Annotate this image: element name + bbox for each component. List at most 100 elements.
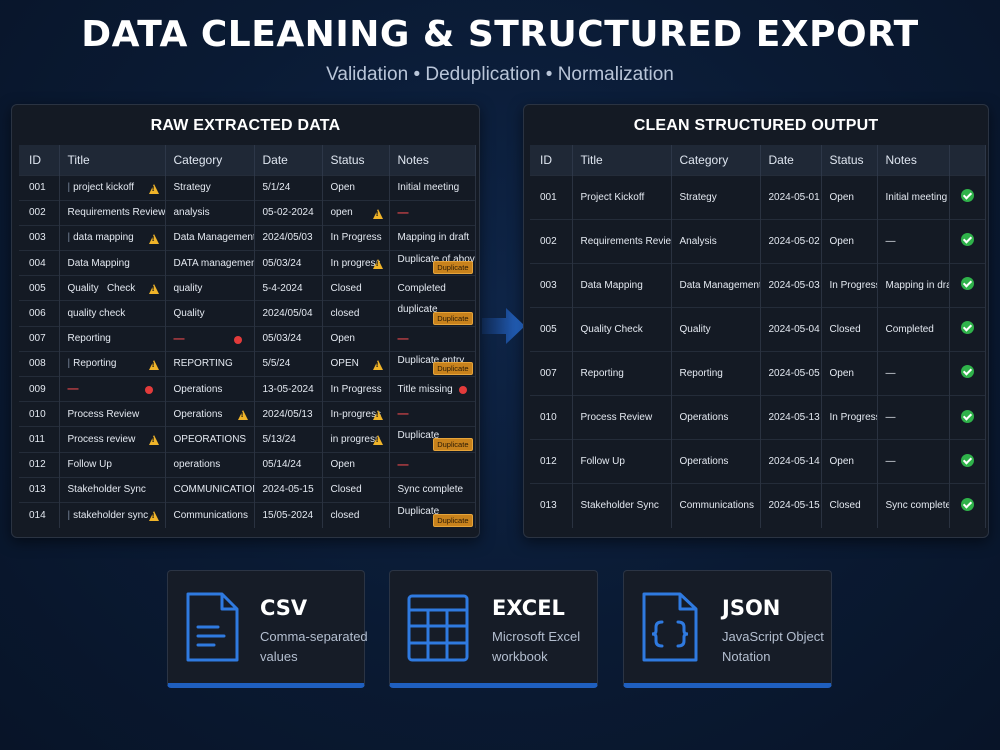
raw-cell-category: —	[165, 325, 255, 352]
check-circle-icon	[960, 497, 974, 511]
clean-cell-title: Stakeholder Sync	[572, 483, 672, 528]
raw-col-id: ID	[19, 145, 60, 175]
export-card-desc-line: Notation	[722, 649, 771, 664]
clean-cell-notes: —	[877, 439, 950, 484]
table-row: 010 Process Review Operations 2024/05/13…	[19, 401, 476, 427]
raw-cell-date: 13-05-2024	[254, 375, 323, 402]
missing-value-dash: —	[397, 458, 409, 471]
raw-cell-id: 014	[19, 501, 60, 528]
raw-cell-date: 5-4-2024	[254, 275, 323, 301]
table-row: 004 Data Mapping DATA management 05/03/2…	[19, 250, 476, 276]
export-card-title: CSV	[260, 596, 308, 620]
clean-col-date: Date	[760, 145, 822, 175]
clean-cell-status: Open	[821, 439, 878, 484]
raw-cell-title-text: data mapping	[73, 232, 134, 244]
raw-cell-id: 005	[19, 275, 60, 301]
raw-cell-notes-text: Duplicate of above	[397, 254, 475, 266]
check-circle-icon	[960, 365, 974, 379]
clean-col-id: ID	[530, 145, 573, 175]
raw-cell-status: Closed	[322, 275, 390, 301]
clean-cell-title: Follow Up	[572, 439, 672, 484]
warning-icon	[148, 359, 159, 370]
raw-cell-status: Open	[322, 174, 390, 201]
clean-cell-category: Communications	[671, 483, 761, 528]
raw-cell-date: 5/1/24	[254, 174, 323, 201]
raw-cell-category-text: Operations	[173, 408, 223, 420]
raw-col-title: Title	[59, 145, 166, 175]
raw-cell-notes: —	[389, 401, 476, 427]
export-card-desc-line: JavaScript Object	[722, 629, 824, 644]
clean-col-validation	[949, 145, 986, 175]
raw-cell-notes-text: duplicate	[397, 304, 438, 316]
clean-cell-status: Open	[821, 350, 878, 396]
raw-cell-title: Stakeholder Sync	[59, 476, 166, 503]
raw-cell-notes-text: Duplicate entry	[397, 354, 465, 366]
clean-cell-title: Quality Check	[572, 306, 672, 352]
clean-cell-valid	[949, 306, 986, 352]
raw-cell-status: in progress	[322, 426, 390, 453]
raw-cell-notes: Title missing	[389, 375, 476, 402]
raw-cell-notes: Completed	[389, 275, 476, 301]
raw-data-panel: RAW EXTRACTED DATA ID Title Category Dat…	[11, 104, 480, 538]
export-card-csv[interactable]: CSV Comma-separated values	[167, 570, 368, 688]
clean-cell-valid	[949, 394, 986, 440]
raw-cell-id: 008	[19, 350, 60, 377]
duplicate-badge: Duplicate	[433, 437, 473, 451]
duplicate-badge: Duplicate	[433, 261, 473, 275]
export-card-title: JSON	[722, 596, 781, 620]
clean-cell-id: 001	[530, 174, 573, 220]
table-row: 003 |data mapping Data Management 2024/0…	[19, 224, 476, 251]
clean-col-title: Title	[572, 145, 672, 175]
raw-col-category: Category	[165, 145, 255, 175]
raw-cell-category: OPEORATIONS	[165, 426, 255, 453]
table-row: 014 |stakeholder sync Communications 15/…	[19, 501, 476, 528]
warning-icon	[148, 435, 159, 446]
raw-cell-category: Communications	[165, 501, 255, 528]
clean-cell-status: Open	[821, 218, 878, 264]
raw-cell-category: DATA management	[165, 250, 255, 276]
table-row: 011 Process review OPEORATIONS 5/13/24 i…	[19, 426, 476, 453]
raw-cell-title: Requirements Review	[59, 199, 166, 226]
raw-cell-title: Reporting	[59, 325, 166, 352]
check-circle-icon	[960, 233, 974, 247]
raw-cell-id: 003	[19, 224, 60, 251]
raw-cell-notes: —	[389, 199, 476, 226]
clean-cell-id: 005	[530, 306, 573, 352]
clean-cell-notes: Mapping in draft	[877, 262, 950, 308]
clean-cell-notes: Sync complete	[877, 483, 950, 528]
error-dot-icon	[458, 386, 467, 394]
clean-cell-title: Requirements Review	[572, 218, 672, 264]
table-row: 001 |project kickoff Strategy 5/1/24 Ope…	[19, 174, 476, 201]
clean-cell-id: 010	[530, 394, 573, 440]
raw-cell-date: 05/03/24	[254, 325, 323, 352]
clean-cell-date: 2024-05-15	[760, 483, 822, 528]
export-card-json[interactable]: JSON JavaScript Object Notation	[623, 570, 832, 688]
raw-cell-id: 007	[19, 325, 60, 352]
check-circle-icon	[960, 277, 974, 291]
raw-cell-title: |stakeholder sync	[59, 501, 166, 528]
check-circle-icon	[960, 409, 974, 423]
clean-cell-date: 2024-05-01	[760, 174, 822, 220]
clean-cell-title: Process Review	[572, 394, 672, 440]
raw-cell-date: 05/14/24	[254, 451, 323, 478]
warning-icon	[372, 208, 383, 219]
csv-file-icon	[186, 592, 239, 662]
transform-arrow-icon	[482, 308, 525, 344]
raw-header-row: ID Title Category Date Status Notes	[19, 145, 476, 175]
missing-value-dash: —	[173, 332, 185, 345]
raw-cell-category: Strategy	[165, 174, 255, 201]
export-card-desc-line: Comma-separated	[260, 629, 368, 644]
clean-cell-date: 2024-05-03	[760, 262, 822, 308]
warning-icon	[372, 359, 383, 370]
clean-cell-id: 007	[530, 350, 573, 396]
export-card-excel[interactable]: EXCEL Microsoft Excel workbook	[389, 570, 598, 688]
table-row: 007 Reporting — 05/03/24 Open —	[19, 325, 476, 352]
raw-cell-status: In progress	[322, 250, 390, 276]
raw-cell-status: open	[322, 199, 390, 226]
raw-cell-status-text: open	[330, 207, 353, 219]
